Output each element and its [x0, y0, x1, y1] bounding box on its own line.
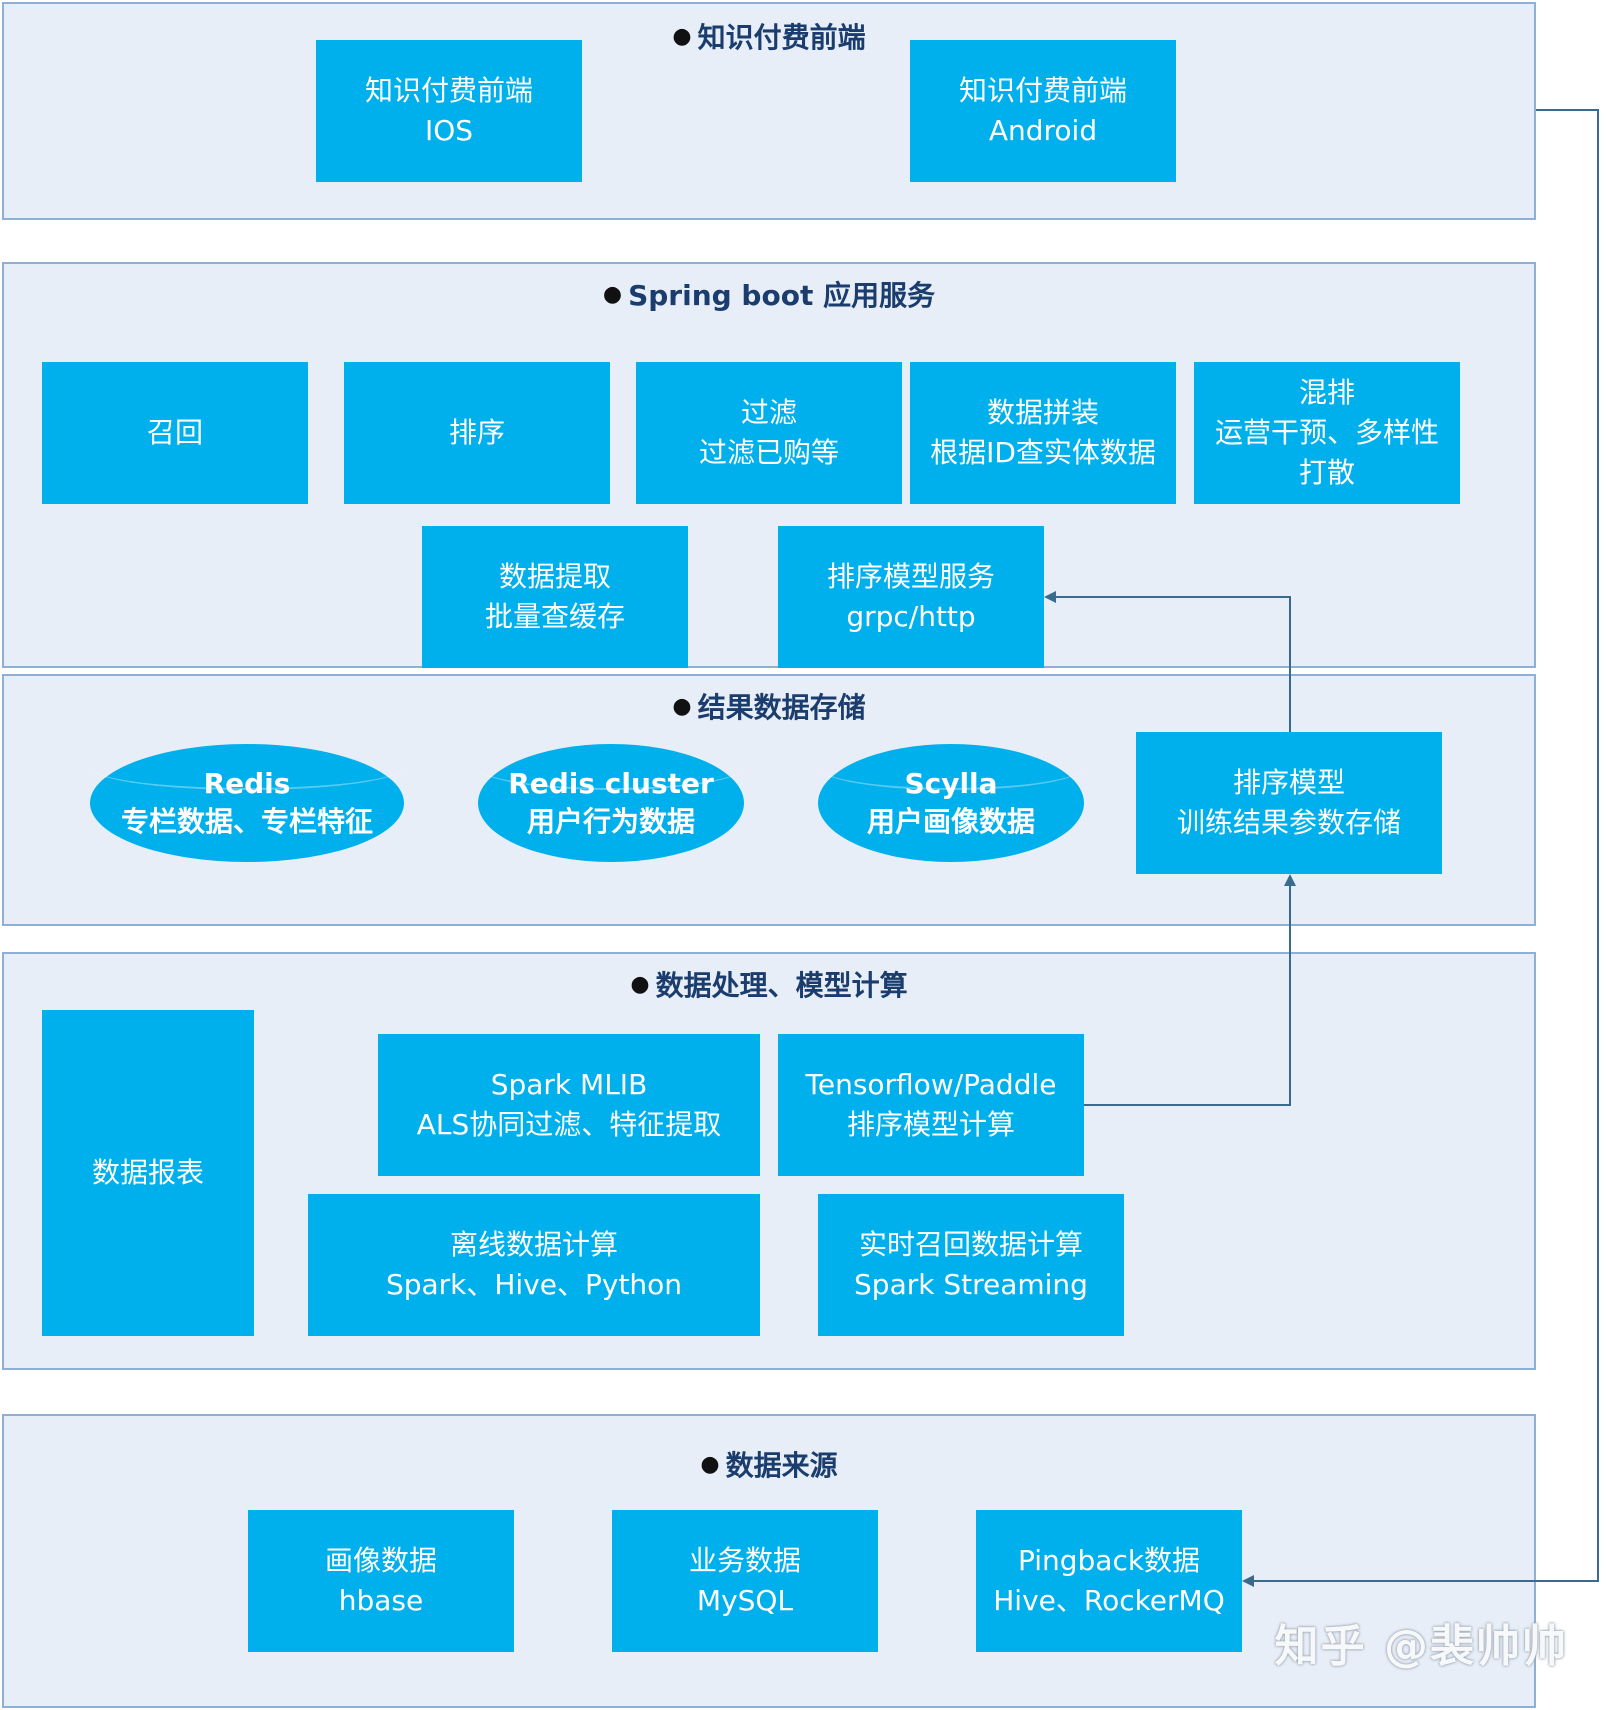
filter-box: 过滤过滤已购等: [636, 362, 902, 504]
rank-model-store-box: 排序模型训练结果参数存储: [1136, 732, 1442, 874]
mix-box: 混排运营干预、多样性打散: [1194, 362, 1460, 504]
sort-box: 排序: [344, 362, 610, 504]
fetch-box: 数据提取批量查缓存: [422, 526, 688, 668]
layer-title-service: ●Spring boot 应用服务: [602, 279, 936, 312]
data-report-box: 数据报表: [42, 1010, 254, 1336]
layer-title-frontend: ●知识付费前端: [672, 21, 866, 54]
layer-title-storage: ●结果数据存储: [672, 691, 866, 724]
recall-box: 召回: [42, 362, 308, 504]
layer-title-processing: ●数据处理、模型计算: [630, 969, 908, 1002]
watermark: 知乎 @裴帅帅: [1274, 1621, 1568, 1672]
layer-title-sources: ●数据来源: [700, 1449, 838, 1482]
assemble-box: 数据拼装根据ID查实体数据: [910, 362, 1176, 504]
layer-frontend: ●知识付费前端: [2, 2, 1536, 220]
